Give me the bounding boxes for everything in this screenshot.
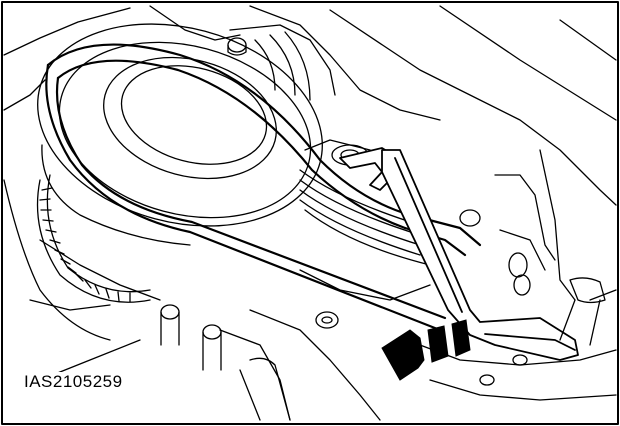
wrench-tool xyxy=(339,147,579,361)
large-pulley xyxy=(37,23,336,246)
crankshaft-pulley xyxy=(3,174,151,341)
lower-pipe xyxy=(239,357,291,421)
coolant-hose xyxy=(559,277,606,346)
direction-arrow xyxy=(381,319,471,381)
figure-caption: IAS2105259 xyxy=(22,372,125,392)
